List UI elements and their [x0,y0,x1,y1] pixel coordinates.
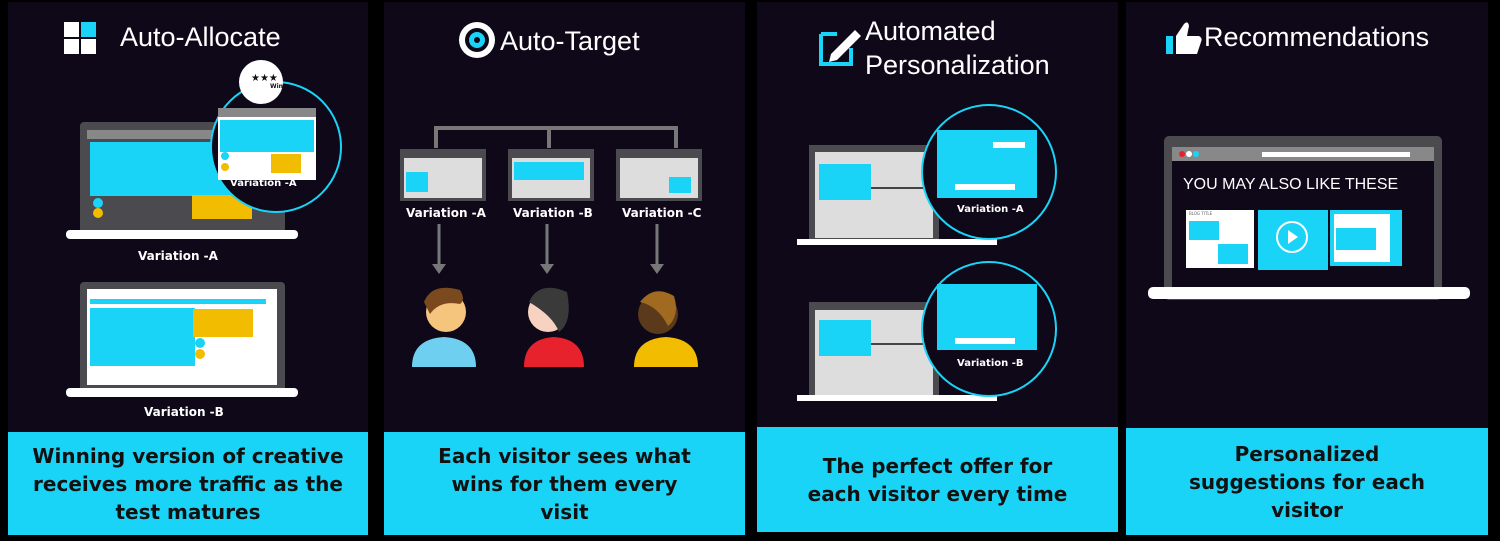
browser-variation-a [400,149,486,201]
visitor-avatar [524,287,584,367]
variation-label: Variation -A [138,249,218,263]
variation-label: Variation -A [957,204,1024,215]
laptop-illustration [1148,136,1470,300]
caption: Winning version of creative receives mor… [8,432,368,535]
visitor-avatar [634,291,698,367]
panel-auto-allocate: ★★★ Auto-Allocate Variation -A Win Varia… [8,2,368,535]
laptop-illustration [797,302,997,401]
win-badge-text: Win [270,83,283,90]
panel-title-line2: Personalization [865,50,1050,80]
variation-label: Variation -B [144,405,224,419]
blog-title: BLOG TITLE [1189,211,1213,216]
laptop-illustration [797,145,997,245]
caption: The perfect offer for each visitor every… [757,427,1118,532]
browser-variation-c [616,149,702,201]
panel-title: Auto-Target [500,26,640,56]
caption: Personalized suggestions for each visito… [1126,428,1488,535]
screen-heading: YOU MAY ALSO LIKE THESE [1183,176,1399,193]
variation-label: Variation -B [957,358,1024,369]
variation-label: Variation -B [513,206,593,220]
grid-icon: ★★★ [64,22,342,397]
caption: Each visitor sees what wins for them eve… [384,432,745,535]
win-badge-icon [239,60,283,104]
laptop-illustration [66,282,298,397]
panel-recommendations: Recommendations YOU MAY ALSO LIKE THESE … [1126,2,1488,535]
visitor-avatar [412,287,476,367]
variation-label: Variation -A [406,206,486,220]
thumbs-up-icon [1166,22,1202,54]
panel-title-line1: Automated [865,16,996,46]
svg-text:★★★: ★★★ [251,73,278,84]
panel-auto-target: Auto-Target Variation -A Variation -B Va… [384,2,745,535]
target-icon [459,22,495,58]
panel-title: Recommendations [1204,22,1430,52]
browser-variation-b [508,149,594,201]
variation-label: Variation -A [230,178,297,189]
edit-icon [819,30,861,66]
panel-title: Auto-Allocate [120,22,281,52]
panel-automated-personalization: Automated Personalization Variation -A V… [757,2,1118,532]
variation-label: Variation -C [622,206,702,220]
